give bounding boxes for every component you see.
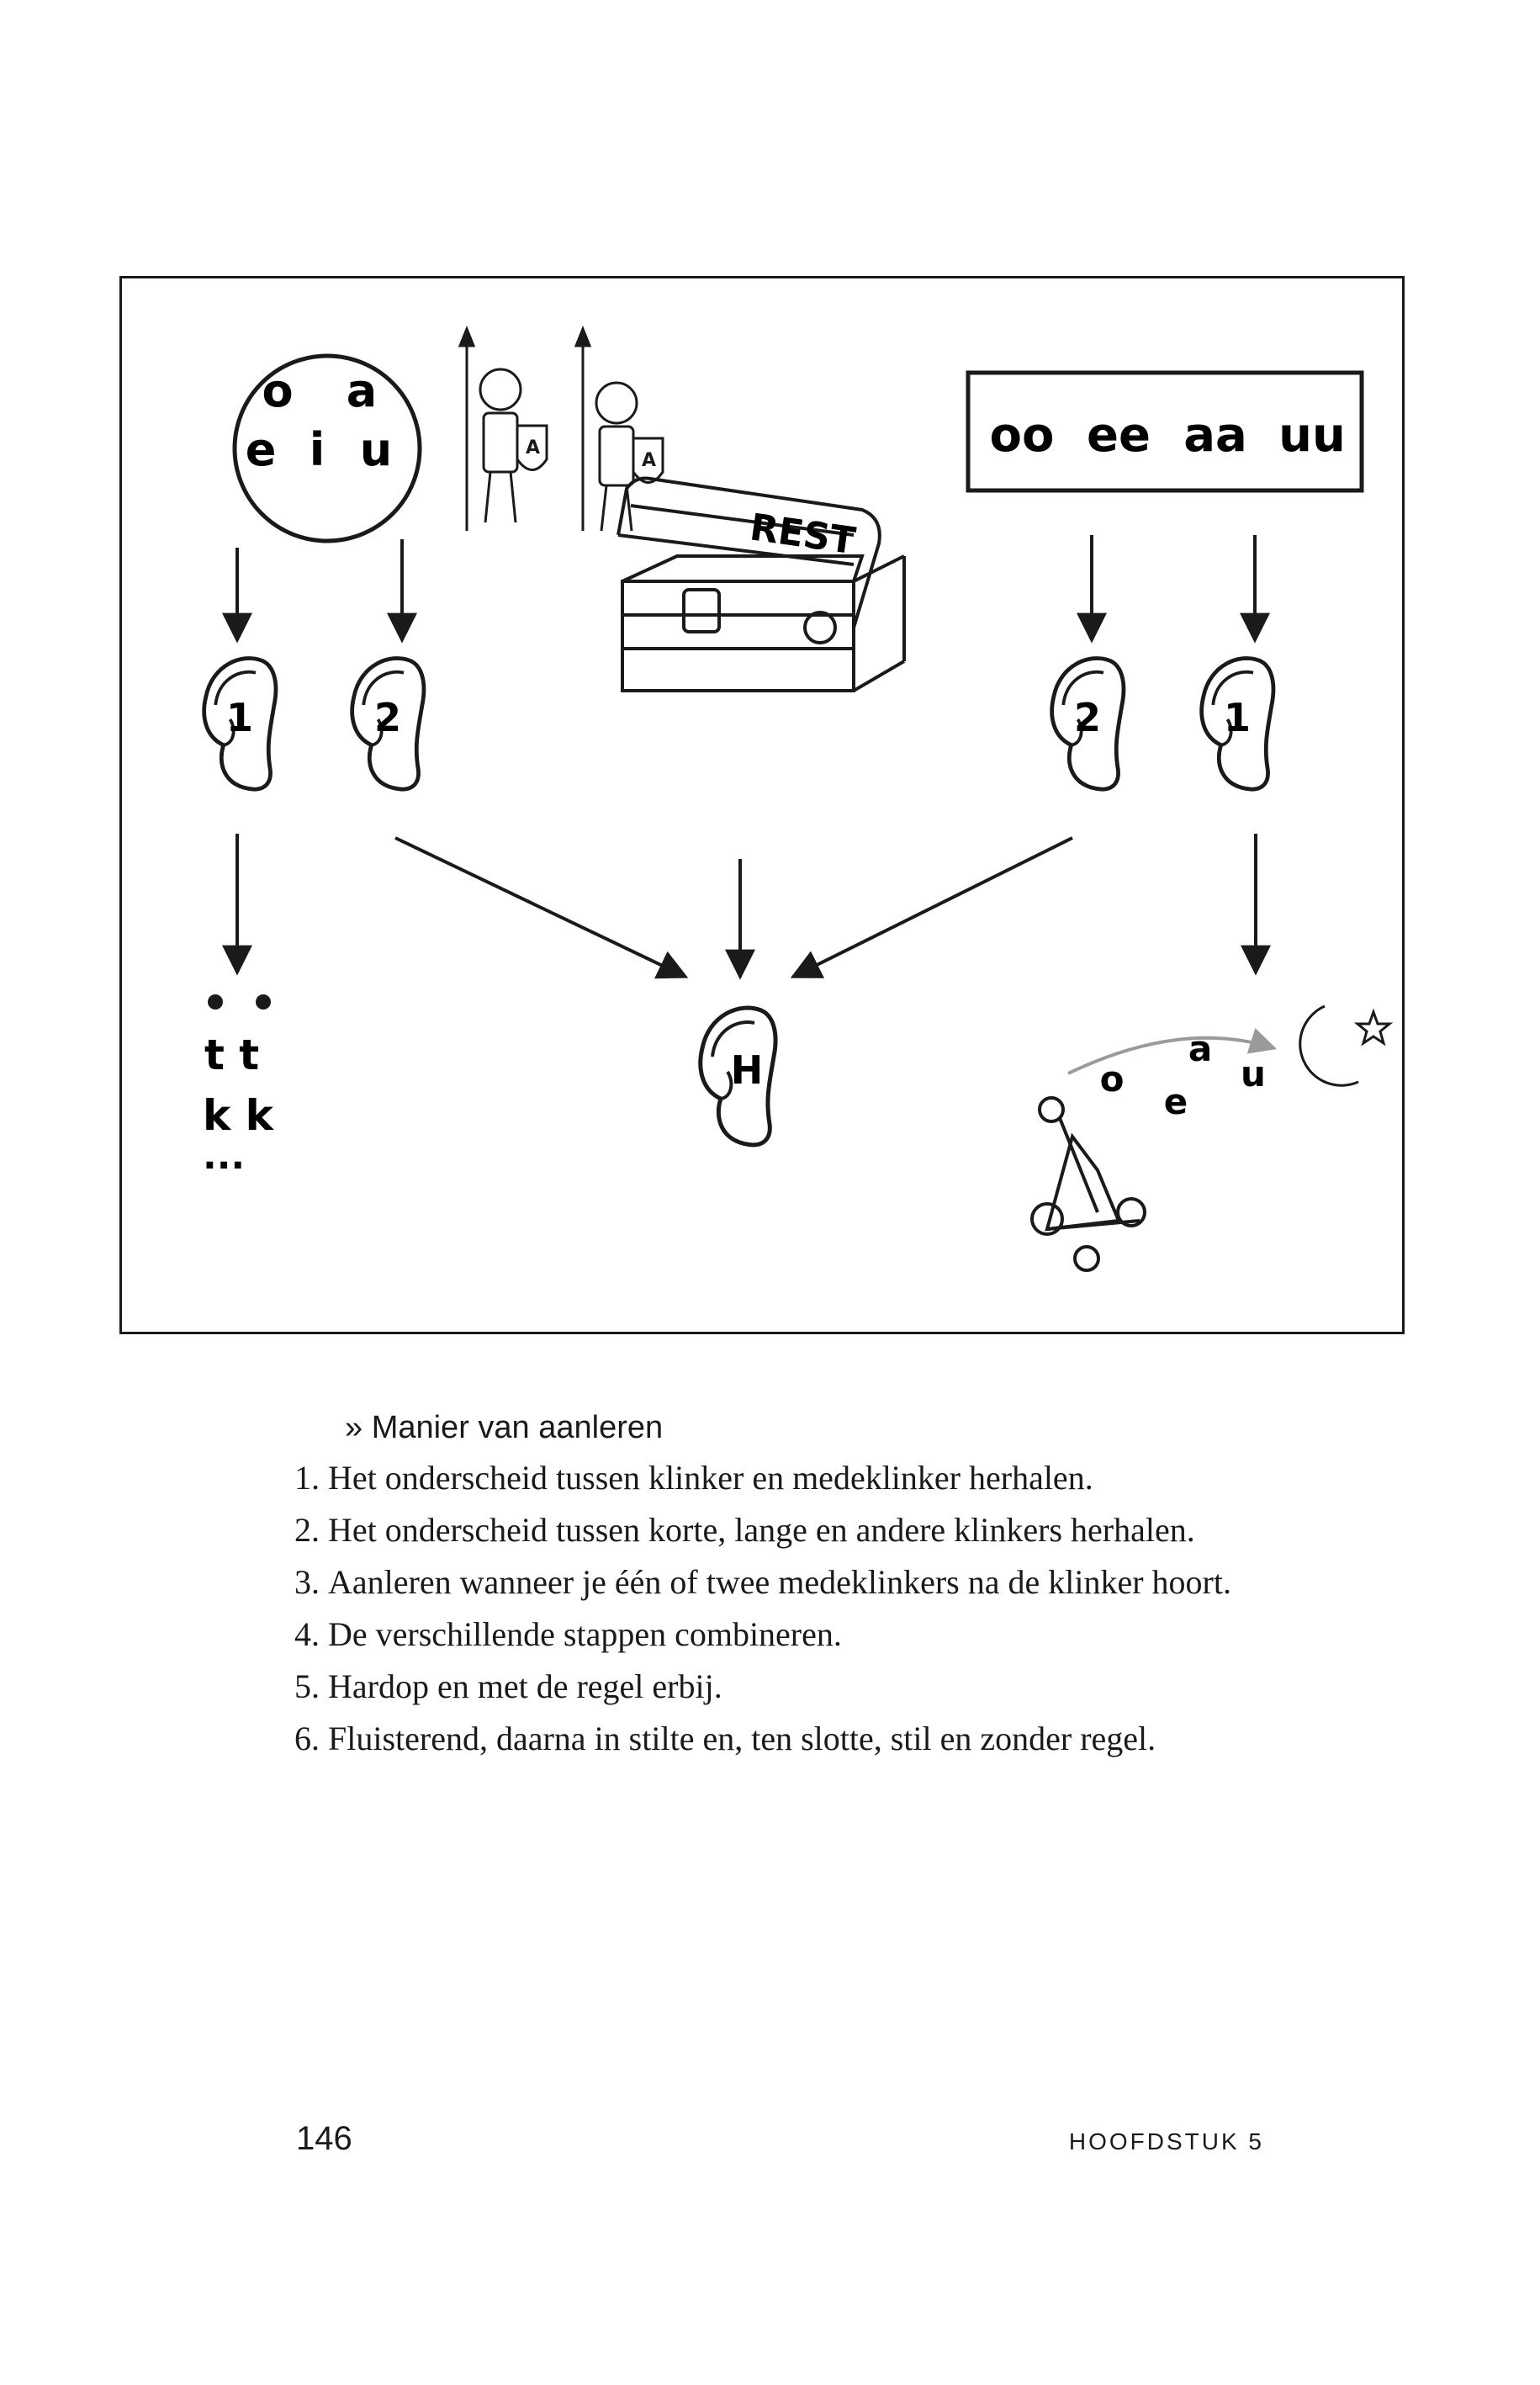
- double-t: t t: [204, 1031, 259, 1079]
- knights-illustration: A A: [458, 325, 664, 532]
- list-item: 1.Het onderscheid tussen klinker en mede…: [294, 1452, 1231, 1504]
- svg-text:A: A: [642, 450, 656, 471]
- teaching-steps-list: 1.Het onderscheid tussen klinker en mede…: [294, 1452, 1231, 1765]
- step-text: Het onderscheid tussen korte, lange en a…: [328, 1511, 1195, 1549]
- left-result: t t k k ...: [203, 994, 275, 1178]
- catapult-letter-a: a: [1188, 1028, 1212, 1069]
- list-item: 4.De verschillende stappen combineren.: [294, 1609, 1231, 1661]
- spelling-rule-diagram: o a e i u A A oo ee aa uu: [122, 325, 1394, 1272]
- vowel-i: i: [310, 423, 325, 476]
- catapult-letter-o: o: [1100, 1058, 1125, 1100]
- ear-label-center: H: [731, 1047, 764, 1093]
- vowel-u: u: [360, 423, 392, 476]
- chapter-label: HOOFDSTUK 5: [1068, 2128, 1264, 2154]
- step-text: Aanleren wanneer je één of twee medeklin…: [328, 1563, 1231, 1601]
- vowel-ee: ee: [1087, 408, 1151, 463]
- treasure-chest-illustration: [617, 476, 906, 692]
- step-text: Het onderscheid tussen klinker en medekl…: [328, 1459, 1093, 1497]
- ear-icon: H: [701, 1008, 775, 1145]
- step-text: Hardop en met de regel erbij.: [328, 1667, 722, 1705]
- step-number: 1.: [294, 1459, 320, 1497]
- ear-icon: 2: [1052, 658, 1124, 789]
- moon-icon: [1299, 1004, 1359, 1087]
- double-k: k k: [203, 1091, 275, 1140]
- long-vowel-box: oo ee aa uu: [966, 370, 1364, 493]
- ear-label-left-1: 1: [226, 695, 253, 740]
- catapult-illustration: [1030, 1028, 1278, 1272]
- section-heading: » Manier van aanleren: [345, 1410, 664, 1445]
- catapult-letter-u: u: [1241, 1053, 1266, 1094]
- step-text: Fluisterend, daarna in stilte en, ten sl…: [328, 1720, 1156, 1757]
- svg-text:A: A: [526, 437, 540, 458]
- ear-label-left-2: 2: [374, 695, 401, 740]
- catapult-letter-e: e: [1164, 1081, 1188, 1122]
- step-number: 5.: [294, 1667, 320, 1705]
- vowel-oo: oo: [990, 408, 1055, 463]
- arrows: [222, 535, 1271, 980]
- ear-label-right-2: 2: [1074, 695, 1101, 740]
- list-item: 3.Aanleren wanneer je één of twee medekl…: [294, 1556, 1231, 1609]
- ear-icon: 1: [204, 658, 276, 789]
- short-vowel-circle: o a e i u: [232, 353, 422, 543]
- ear-label-right-1: 1: [1224, 695, 1251, 740]
- star-icon: [1353, 1008, 1394, 1047]
- ellipsis: ...: [203, 1135, 245, 1178]
- step-number: 2.: [294, 1511, 320, 1549]
- list-item: 5.Hardop en met de regel erbij.: [294, 1661, 1231, 1713]
- step-number: 4.: [294, 1615, 320, 1653]
- vowel-a: a: [347, 364, 377, 417]
- vowel-uu: uu: [1278, 408, 1346, 463]
- page-number: 146: [296, 2120, 352, 2157]
- ear-icon: 2: [352, 658, 424, 789]
- list-item: 2.Het onderscheid tussen korte, lange en…: [294, 1504, 1231, 1556]
- ear-icon: 1: [1202, 658, 1273, 789]
- step-number: 3.: [294, 1563, 320, 1601]
- vowel-aa: aa: [1183, 408, 1247, 463]
- vowel-o: o: [262, 364, 293, 417]
- step-text: De verschillende stappen combineren.: [328, 1615, 842, 1653]
- list-item: 6.Fluisterend, daarna in stilte en, ten …: [294, 1713, 1231, 1765]
- vowel-e: e: [246, 423, 277, 476]
- step-number: 6.: [294, 1720, 320, 1757]
- figure-frame: o a e i u A A oo ee aa uu: [119, 276, 1405, 1334]
